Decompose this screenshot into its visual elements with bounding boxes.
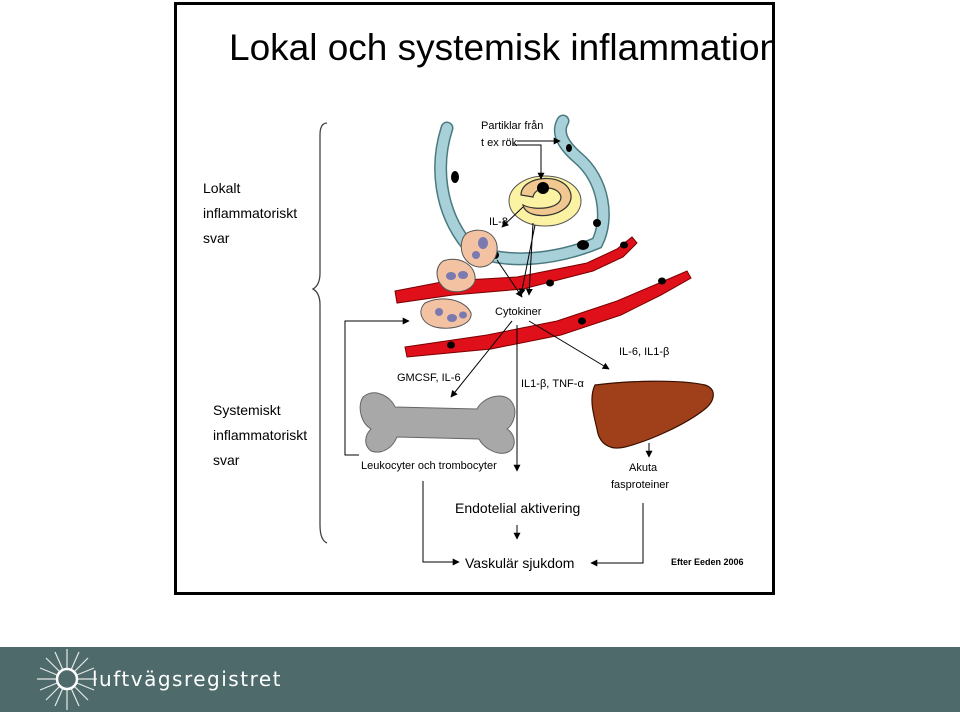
credit-label: Efter Eeden 2006 <box>671 557 744 567</box>
inflammation-diagram: Lokal och systemisk inflammation Lokalt … <box>203 27 772 571</box>
neutrophil-cell-3 <box>420 298 472 329</box>
gmcsf-label: GMCSF, IL-6 <box>397 372 461 384</box>
local-response-brace <box>311 122 328 306</box>
svg-text:Partiklar från: Partiklar från <box>481 120 543 132</box>
systemic-response-brace <box>319 305 328 544</box>
systemic-response-label: Systemiskt inflammatoriskt svar <box>213 402 307 468</box>
svg-text:Akuta: Akuta <box>629 462 658 474</box>
svg-text:inflammatoriskt: inflammatoriskt <box>213 427 307 443</box>
local-response-label: Lokalt inflammatoriskt svar <box>203 180 297 246</box>
il8-label: IL-8 <box>489 216 508 228</box>
neutrophil-cell-2 <box>436 258 476 293</box>
pathway-arrows <box>344 137 653 567</box>
svg-text:fasproteiner: fasproteiner <box>611 479 669 491</box>
slide-title: Lokal och systemisk inflammation <box>229 27 772 68</box>
leukocytes-label: Leukocyter och trombocyter <box>361 460 497 472</box>
luftvagsregistret-logo-icon <box>37 649 97 710</box>
blood-vessel-lower <box>404 270 692 358</box>
particles-label: Partiklar från t ex rök <box>481 120 543 149</box>
svg-text:t ex rök: t ex rök <box>481 137 518 149</box>
liver-shape <box>591 380 714 449</box>
svg-text:inflammatoriskt: inflammatoriskt <box>203 205 297 221</box>
svg-text:Lokalt: Lokalt <box>203 180 240 196</box>
svg-text:Systemiskt: Systemiskt <box>213 402 281 418</box>
slide-frame: Lokal och systemisk inflammation Lokalt … <box>174 2 775 595</box>
il6-il1-label: IL-6, IL1-β <box>619 346 669 358</box>
bone-marrow-shape <box>359 392 516 454</box>
vascular-disease-label: Vaskulär sjukdom <box>465 555 574 571</box>
macrophage-cell <box>508 175 582 227</box>
acute-phase-label: Akuta fasproteiner <box>611 462 669 491</box>
svg-text:svar: svar <box>213 452 240 468</box>
cytokines-label: Cytokiner <box>495 306 542 318</box>
neutrophil-cell-1 <box>460 229 498 268</box>
endothelial-label: Endotelial aktivering <box>455 500 580 516</box>
footer-brand-text: luftvägsregistret <box>92 667 283 691</box>
il1-tnf-label: IL1-β, TNF-α <box>521 378 584 390</box>
footer-bar: luftvägsregistret <box>0 647 960 712</box>
svg-text:svar: svar <box>203 230 230 246</box>
airway-wall <box>434 114 610 266</box>
